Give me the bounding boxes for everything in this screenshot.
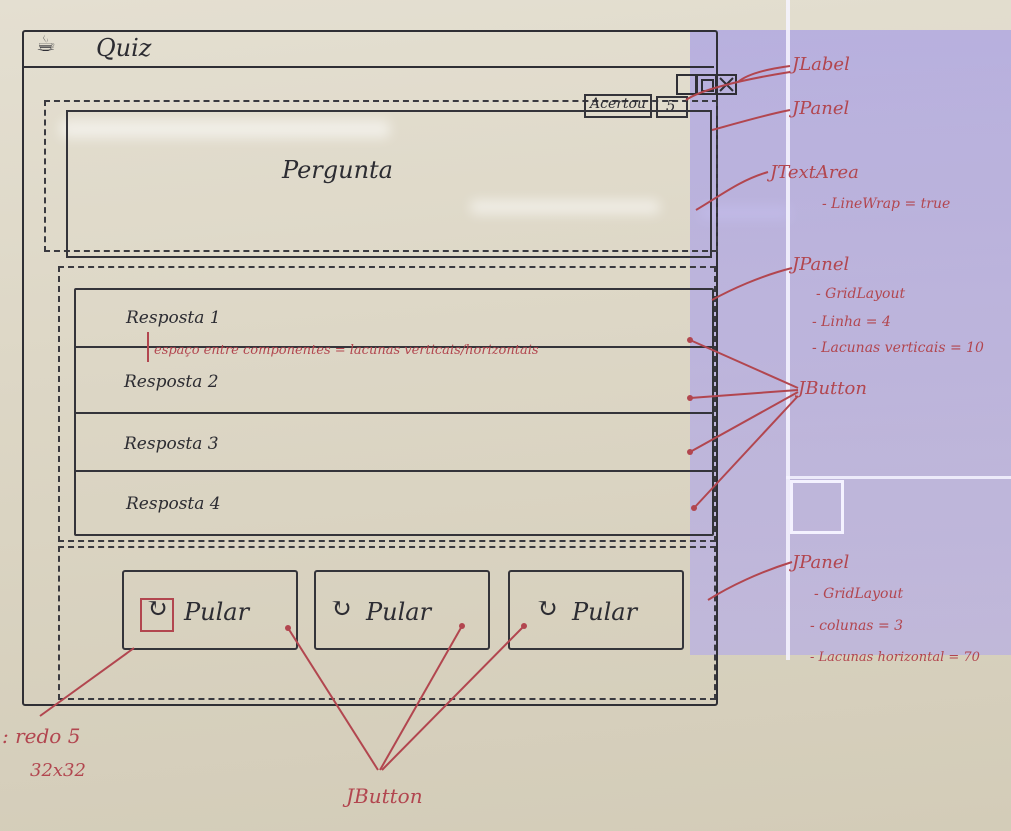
annotation-jpanel-bottom: JPanel (792, 552, 850, 573)
projector-line (786, 476, 1011, 479)
skip-panel (58, 546, 716, 700)
answer-label: Resposta 1 (126, 308, 221, 328)
annotation-prop: - colunas = 3 (810, 618, 904, 634)
annotation-prop: - Linha = 4 (812, 314, 891, 330)
score-value: 5 (666, 97, 676, 115)
answer-button-2[interactable]: Resposta 2 (76, 346, 712, 406)
annotation-jpanel-top: JPanel (792, 98, 850, 119)
score-value-box: 5 (656, 96, 688, 118)
redo-icon: ↻ (536, 594, 558, 624)
skip-label: Pular (572, 598, 638, 626)
projector-line (786, 0, 790, 660)
top-panel (44, 100, 718, 252)
answer-button-1[interactable]: Resposta 1 (76, 288, 712, 346)
answer-label: Resposta 4 (126, 494, 221, 514)
coffee-cup-icon: ☕ (36, 32, 56, 57)
redo-icon-box (140, 598, 174, 632)
annotation-prop: - Lacunas horizontal = 70 (810, 650, 980, 665)
question-text: Pergunta (282, 156, 393, 184)
skip-label: Pular (366, 598, 432, 626)
annotation-jbutton-bottom: JButton (346, 784, 423, 808)
icon-note-size: 32x32 (30, 760, 86, 781)
skip-label: Pular (184, 598, 250, 626)
projector-overlay (690, 30, 1011, 655)
window-title: Quiz (96, 34, 152, 62)
redo-icon: ↻ (146, 594, 168, 624)
answers-grid (74, 288, 714, 536)
annotation-prop: - GridLayout (816, 286, 906, 302)
answer-button-4[interactable]: Resposta 4 (76, 470, 712, 530)
question-textarea[interactable]: Pergunta (66, 110, 712, 258)
annotation-jtextarea-prop: - LineWrap = true (822, 196, 951, 212)
light-glare (470, 200, 660, 214)
quiz-window (22, 30, 718, 706)
answers-panel (58, 266, 716, 542)
score-label-box: Acertou (584, 94, 652, 118)
title-bar (22, 30, 714, 68)
annotation-jpanel-mid: JPanel (792, 254, 850, 275)
annotation-prop: - GridLayout (814, 586, 904, 602)
answer-button-3[interactable]: Resposta 3 (76, 412, 712, 472)
icon-note-name: : redo 5 (2, 724, 81, 748)
light-glare (60, 120, 390, 138)
spacing-note: espaço entre componentes = lacunas verti… (154, 343, 539, 358)
annotation-jtextarea: JTextArea (770, 162, 859, 183)
annotation-jbutton-right: JButton (798, 378, 867, 399)
skip-button-2[interactable]: ↻ Pular (314, 570, 490, 650)
annotation-prop: - Lacunas verticais = 10 (812, 340, 984, 356)
projector-square (790, 480, 844, 534)
answer-label: Resposta 2 (124, 372, 219, 392)
annotation-jlabel: JLabel (792, 54, 850, 75)
answer-label: Resposta 3 (124, 434, 219, 454)
skip-button-1[interactable]: ↻ Pular (122, 570, 298, 650)
redo-icon: ↻ (330, 594, 352, 624)
skip-button-3[interactable]: ↻ Pular (508, 570, 684, 650)
score-label: Acertou (590, 96, 646, 112)
